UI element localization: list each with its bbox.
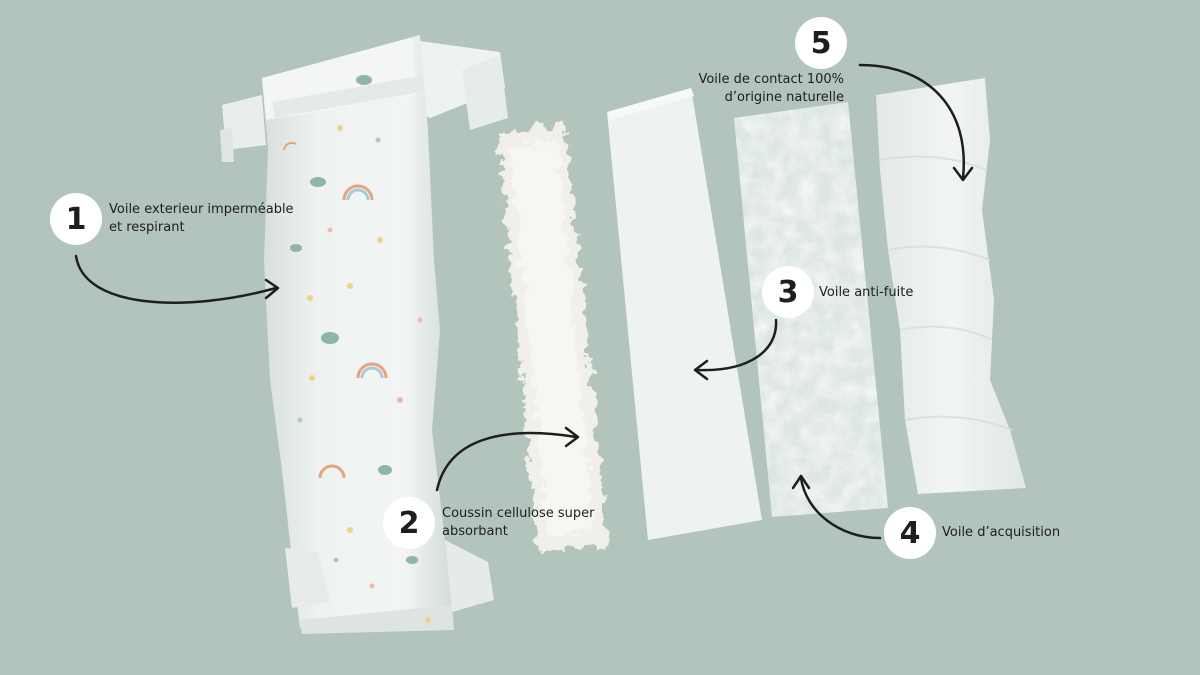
diaper-prints — [283, 75, 431, 623]
callout-label-2: Coussin cellulose super absorbant — [442, 505, 594, 541]
arrow-2 — [435, 431, 578, 492]
outer-diaper — [220, 35, 508, 634]
callout-label-1-line-2: et respirant — [109, 220, 185, 235]
callout-label-2-line-2: absorbant — [442, 524, 508, 539]
acquisition-layer — [734, 102, 888, 517]
callout-badge-2: 2 — [383, 497, 435, 549]
arrow-3-head — [693, 359, 709, 381]
callout-badge-3: 3 — [762, 266, 814, 318]
callout-label-4-line-1: Voile d’acquisition — [942, 525, 1061, 540]
callout-label-3: Voile anti-fuite — [819, 284, 913, 302]
callout-label-5-line-2: d’origine naturelle — [724, 90, 844, 105]
callout-label-5-line-1: Voile de contact 100% — [698, 72, 844, 87]
callout-label-2-line-1: Coussin cellulose super — [442, 506, 595, 521]
callout-label-1-line-1: Voile exterieur imperméable — [109, 202, 294, 217]
arrow-4 — [799, 476, 882, 540]
callout-label-3-line-1: Voile anti-fuite — [819, 285, 914, 300]
arrow-2-head — [564, 426, 580, 448]
contact-layer — [876, 78, 1026, 494]
callout-arrows — [74, 63, 974, 540]
callout-badge-1: 1 — [50, 193, 102, 245]
arrow-1-head — [264, 278, 280, 300]
arrow-1 — [74, 254, 278, 304]
arrow-4-head — [791, 474, 811, 490]
arrow-3 — [695, 318, 778, 372]
callout-badge-4: 4 — [884, 507, 936, 559]
cellulose-pad — [498, 122, 608, 552]
callout-badge-5: 5 — [795, 17, 847, 69]
arrow-5-head — [952, 166, 974, 182]
arrow-5 — [858, 63, 966, 180]
callout-label-1: Voile exterieur imperméable et respirant — [109, 201, 294, 237]
callout-label-4: Voile d’acquisition — [942, 524, 1060, 542]
callout-label-5: Voile de contact 100% d’origine naturell… — [698, 71, 844, 107]
anti-leak-sheet — [607, 88, 762, 540]
